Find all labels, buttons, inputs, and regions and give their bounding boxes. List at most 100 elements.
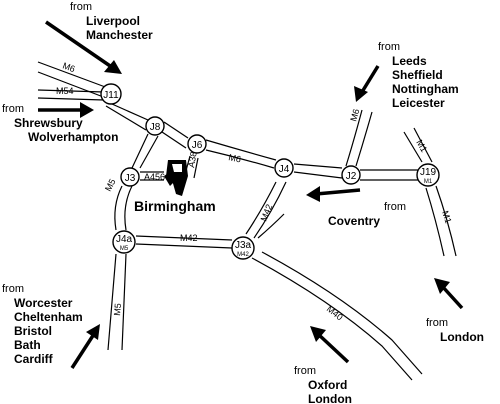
road-j8-j6 xyxy=(163,121,189,139)
junction-j4: J4 xyxy=(274,158,294,178)
road-j6-j4 xyxy=(205,139,277,161)
label-m5-south: M5 xyxy=(112,303,123,316)
junction-j6: J6 xyxy=(187,134,207,154)
from-word: from xyxy=(426,317,448,329)
from-word: from xyxy=(294,365,316,377)
road-j4-j2 xyxy=(293,163,343,169)
label-m40: M40 xyxy=(325,304,345,323)
place-cheltenham: Cheltenham xyxy=(14,310,83,324)
place-worcester: Worcester xyxy=(14,296,73,310)
from-word: from xyxy=(70,1,92,13)
direction-label-west: from Shrewsbury Wolverhampton xyxy=(2,102,118,144)
svg-text:M5: M5 xyxy=(120,246,129,252)
place-london-south: London xyxy=(308,392,352,404)
svg-text:J4a: J4a xyxy=(116,234,133,245)
junction-j11: J11 xyxy=(100,83,122,105)
junction-j8: J8 xyxy=(145,116,165,136)
svg-text:J3: J3 xyxy=(125,173,136,184)
road-m5-central xyxy=(114,185,123,231)
road-j11-j8-edge xyxy=(105,105,147,131)
label-m1-south: M1 xyxy=(440,210,453,225)
arrow-from-north xyxy=(45,20,122,74)
svg-text:J6: J6 xyxy=(192,140,203,151)
junction-j3: J3 xyxy=(120,167,140,187)
road-m69 xyxy=(345,109,363,167)
place-leicester: Leicester xyxy=(392,96,445,110)
svg-text:J8: J8 xyxy=(150,122,161,133)
junction-j3a: J3a M42 xyxy=(231,236,255,260)
road-j6-j4-edge xyxy=(205,149,275,169)
place-wolverhampton: Wolverhampton xyxy=(28,130,119,144)
road-m1-north xyxy=(403,131,423,163)
place-liverpool: Liverpool xyxy=(86,14,141,28)
label-m42: M42 xyxy=(180,233,198,243)
svg-text:M42: M42 xyxy=(237,252,249,258)
arrow-from-east xyxy=(306,186,361,202)
road-m6-northwest-edge xyxy=(37,71,107,99)
svg-text:J19: J19 xyxy=(420,167,437,178)
road-m5-central-edge xyxy=(124,185,133,231)
junction-j4a: J4a M5 xyxy=(112,230,136,254)
place-bath: Bath xyxy=(14,338,41,352)
road-j4-j2-edge xyxy=(293,171,343,179)
direction-label-north: from Liverpool Manchester xyxy=(70,0,153,42)
road-m54 xyxy=(37,89,105,93)
arrow-from-northeast xyxy=(354,65,380,102)
from-word: from xyxy=(384,201,406,213)
label-a38: A38 xyxy=(186,151,199,169)
junction-j2: J2 xyxy=(341,165,361,185)
city-name: Birmingham xyxy=(134,198,216,214)
arrow-from-south xyxy=(310,326,350,364)
road-m42-spur xyxy=(245,181,277,235)
road-m1-south xyxy=(425,187,445,257)
svg-text:J11: J11 xyxy=(103,90,119,101)
label-m6-central: M6 xyxy=(228,152,242,164)
label-a456: A456 xyxy=(144,172,165,182)
from-word: from xyxy=(2,283,24,295)
label-m69: M6 xyxy=(348,108,361,123)
label-m5: M5 xyxy=(103,177,118,193)
direction-label-southwest: from Worcester Cheltenham Bristol Bath C… xyxy=(2,282,83,366)
road-m1-north-edge xyxy=(413,127,433,163)
road-m42-spur-edge xyxy=(253,181,287,239)
arrow-from-southeast xyxy=(434,278,464,310)
place-cardiff: Cardiff xyxy=(14,352,53,366)
road-a38-edge xyxy=(193,157,199,179)
label-m54: M54 xyxy=(56,86,74,96)
svg-text:J2: J2 xyxy=(346,171,357,182)
svg-text:J3a: J3a xyxy=(235,240,252,251)
direction-label-northeast: from Leeds Sheffield Nottingham Leiceste… xyxy=(378,40,459,110)
road-m5-south xyxy=(107,253,117,351)
road-m42-edge xyxy=(135,243,233,249)
road-m5-north-edge xyxy=(139,135,159,169)
place-oxford: Oxford xyxy=(308,378,348,392)
road-m40 xyxy=(251,257,413,381)
label-m42-spur: M42 xyxy=(259,203,275,223)
road-m42 xyxy=(135,235,233,241)
arrow-from-west xyxy=(38,102,94,118)
from-word: from xyxy=(2,103,24,115)
place-coventry: Coventry xyxy=(328,214,381,228)
svg-text:M1: M1 xyxy=(424,179,433,185)
place-nottingham: Nottingham xyxy=(392,82,459,96)
place-leeds: Leeds xyxy=(392,54,427,68)
place-sheffield: Sheffield xyxy=(392,68,443,82)
road-m69-edge xyxy=(355,111,373,167)
place-bristol: Bristol xyxy=(14,324,53,338)
road-m40-edge xyxy=(261,251,423,375)
label-m6-northwest: M6 xyxy=(61,60,76,74)
road-j8-j6-edge xyxy=(161,131,187,149)
direction-label-southeast: from London xyxy=(426,316,484,344)
place-london-southeast: London xyxy=(440,330,484,344)
road-m42-east xyxy=(257,213,285,239)
direction-label-south: from Oxford London xyxy=(294,364,352,404)
direction-label-east: from Coventry xyxy=(328,200,406,228)
road-m1-south-edge xyxy=(435,185,457,257)
from-word: from xyxy=(378,41,400,53)
road-j11-j8 xyxy=(111,103,149,121)
junction-j19: J19 M1 xyxy=(416,163,440,187)
place-manchester: Manchester xyxy=(86,28,153,42)
road-m5-north xyxy=(131,133,149,169)
